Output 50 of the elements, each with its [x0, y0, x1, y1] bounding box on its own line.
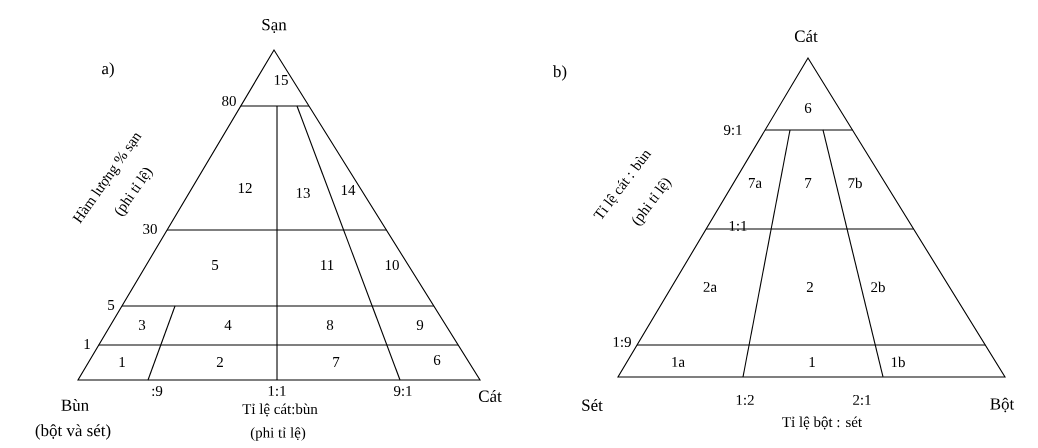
vertex-label: Cát	[794, 30, 818, 42]
region-number: 7	[805, 178, 812, 188]
region-number: 1	[809, 357, 815, 367]
panel-label: a)	[102, 62, 114, 78]
region-number: 15	[274, 75, 288, 85]
axis-title: Tỉ lệ cát:bùn	[242, 403, 318, 417]
vertex-label: (bột và sét)	[35, 424, 111, 440]
region-number: 2	[806, 282, 813, 292]
region-number: 1b	[891, 356, 905, 368]
tick-label: 1	[84, 339, 90, 349]
vertex-label: Bùn	[61, 399, 89, 411]
tick-label: 1:2	[736, 394, 754, 406]
region-number: 1	[119, 357, 125, 367]
region-number: 6	[433, 354, 441, 365]
axis-title: Tỉ lệ bột : sét	[782, 416, 862, 430]
region-number: 12	[238, 183, 252, 193]
panel-label: b)	[552, 65, 567, 81]
region-number: 14	[341, 185, 356, 195]
region-number: 7b	[848, 177, 862, 189]
region-number: 2b	[871, 281, 885, 293]
region-number: 11	[321, 260, 334, 270]
region-number: 9	[416, 320, 424, 330]
tick-label: 30	[143, 223, 157, 235]
vertex-label: Cát	[478, 390, 502, 402]
region-number: 1a	[672, 357, 685, 367]
region-number: 8	[326, 319, 334, 331]
region-number: 3	[139, 320, 146, 330]
tick-label: 9:1	[723, 124, 742, 136]
region-number: 7	[333, 357, 340, 367]
region-number: 2a	[703, 282, 717, 292]
region-number: 5	[212, 260, 219, 270]
tick-label: 9:1	[393, 385, 412, 397]
tick-label: :9	[152, 385, 163, 397]
tick-label: 1:9	[613, 336, 631, 348]
tick-label: 80	[222, 95, 236, 107]
region-number: 10	[385, 259, 399, 271]
tick-label: 1:1	[729, 220, 747, 232]
vertex-label: Sét	[582, 399, 603, 411]
axis-title: (phi tỉ lệ)	[632, 178, 672, 226]
tick-label: 1:1	[268, 385, 286, 397]
region-number: 4	[224, 320, 232, 330]
axis-title: (phi tỉ lệ)	[250, 427, 306, 441]
tick-label: 2:1	[853, 394, 871, 406]
region-number: 13	[296, 188, 310, 198]
region-number: 7a	[748, 178, 762, 188]
tick-label: 5	[108, 300, 115, 310]
region-number: 6	[804, 103, 812, 113]
vertex-label: Bột	[990, 397, 1015, 413]
vertex-label: Sạn	[262, 19, 287, 33]
region-number: 2	[216, 357, 223, 367]
